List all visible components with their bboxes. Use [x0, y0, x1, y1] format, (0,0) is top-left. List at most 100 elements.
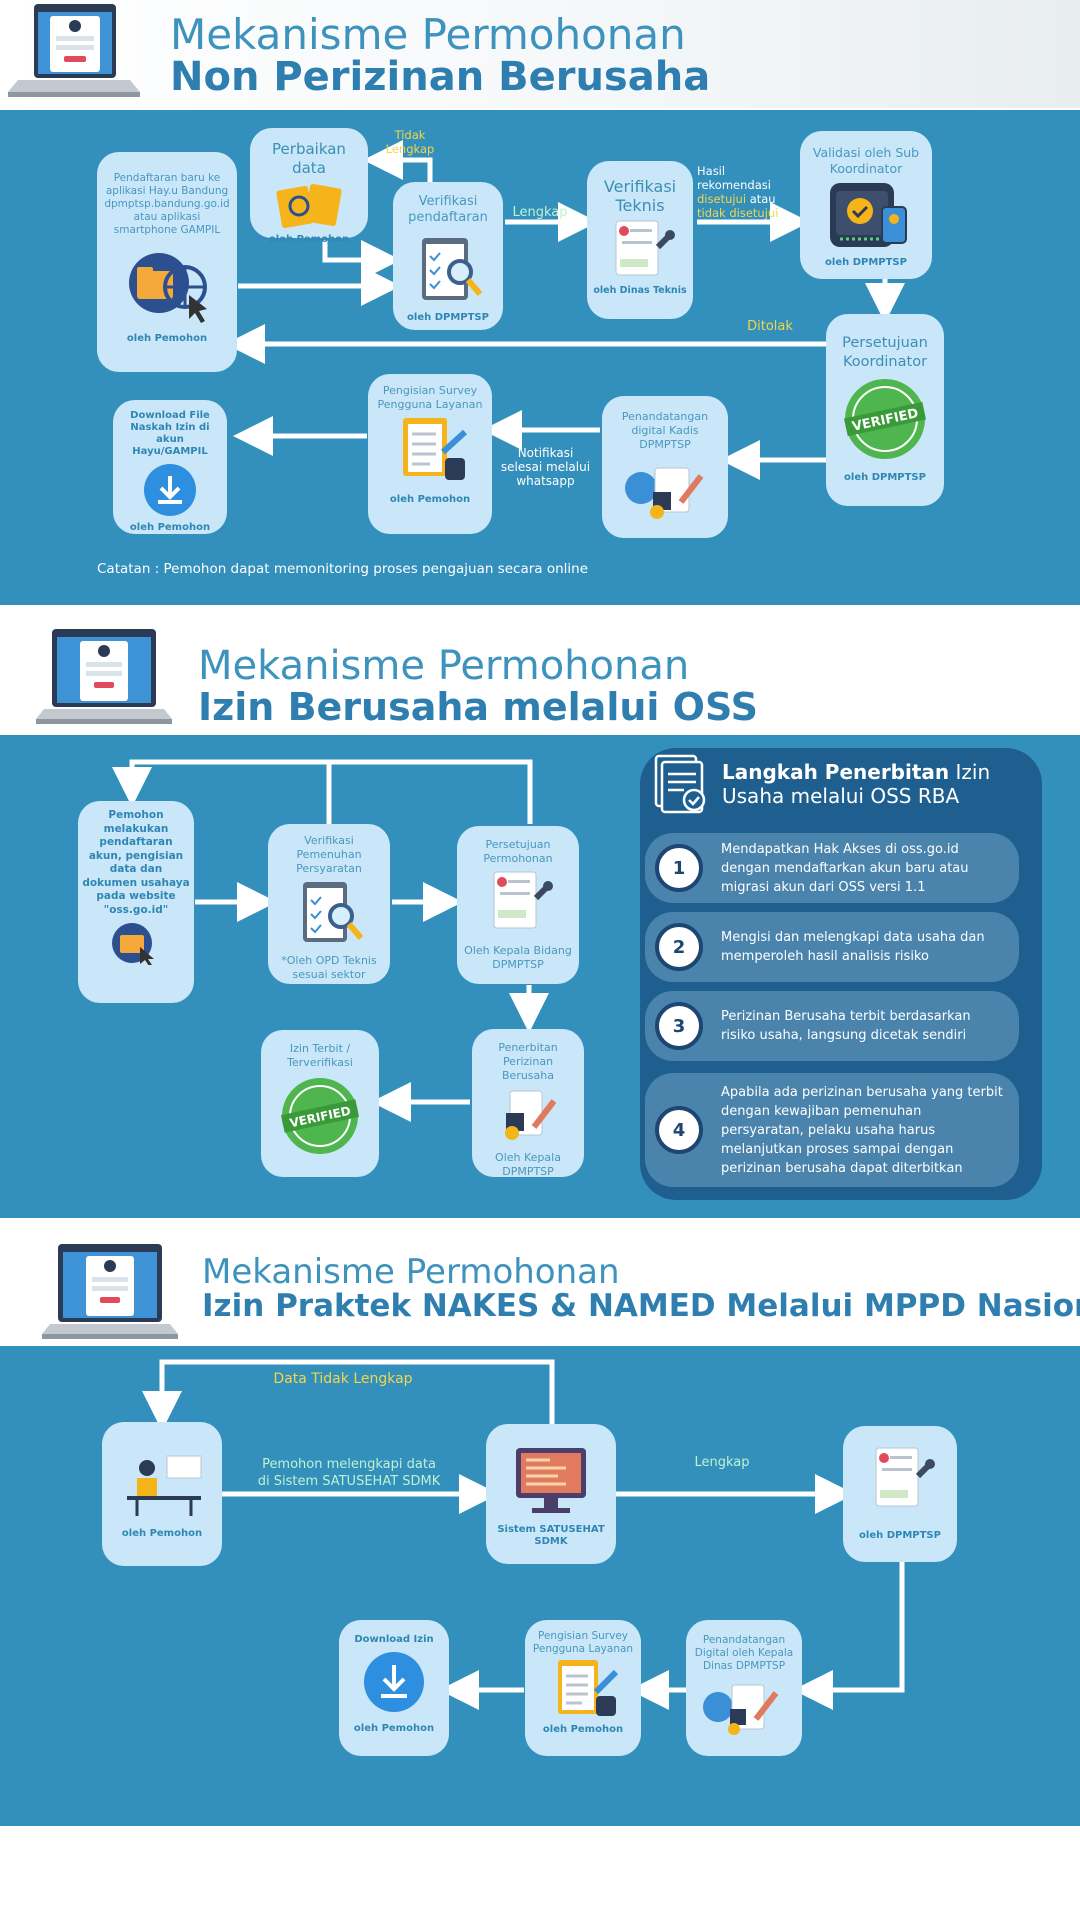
download-by: oleh Pemohon: [129, 522, 211, 533]
mppd-sistem-card: Sistem SATUSEHAT SDMK: [486, 1424, 616, 1564]
oss-step-2-number: 2: [655, 923, 703, 971]
ditolak-label: Ditolak: [747, 319, 793, 334]
folder-globe-icon: [129, 253, 207, 323]
oss-rba-panel-title: Langkah Penerbitan Izin Usaha melalui OS…: [722, 760, 1032, 808]
lengkap-label: Lengkap: [512, 205, 568, 220]
oss-izin-terbit-card: Izin Terbit / Terverifikasi VERIFIED: [261, 1030, 379, 1177]
oss-pemohon-card: Pemohon melakukan pendaftaran akun, peng…: [78, 801, 194, 1003]
oss-izin-terbit-title: Izin Terbit / Terverifikasi: [287, 1042, 353, 1069]
section2-header: Mekanisme Permohonan Izin Berusaha melal…: [0, 605, 1080, 735]
digital-signature-icon: [625, 467, 704, 519]
validasi-by: oleh DPMPTSP: [825, 257, 907, 268]
verifikasi-teknis-title: Verifikasi Teknis: [603, 177, 677, 215]
oss-persetujuan-card: Persetujuan Permohonan Oleh Kepala Bidan…: [457, 826, 579, 984]
laptop-icon: [8, 4, 140, 97]
approved-document-icon: [493, 871, 553, 929]
verifikasi-teknis-by: oleh Dinas Teknis: [593, 285, 687, 296]
section2-title-line1: Mekanisme Permohonan: [198, 643, 690, 689]
verified-stamp-icon: VERIFIED: [844, 379, 926, 459]
perbaikan-card: Perbaikan data oleh Pemohon: [250, 128, 368, 245]
download-card: Download File Naskah Izin di akun Hayu/G…: [113, 400, 227, 534]
oss-step-1: 1 Mendapatkan Hak Akses di oss.go.id den…: [645, 833, 1019, 903]
certificate-icon: [654, 754, 706, 814]
phone-check-icon: [830, 183, 907, 247]
oss-step-2: 2 Mengisi dan melengkapi data usaha dan …: [645, 912, 1019, 982]
oss-step-3: 3 Perizinan Berusaha terbit berdasarkan …: [645, 991, 1019, 1061]
oss-step-1-text: Mendapatkan Hak Akses di oss.go.id denga…: [721, 841, 969, 895]
section2-title-line2: Izin Berusaha melalui OSS: [198, 685, 758, 729]
oss-penerbitan-title: Penerbitan Perizinan Berusaha: [498, 1041, 558, 1082]
hasil-rekomendasi-a: Hasil rekomendasi: [697, 164, 771, 192]
verifikasi-pendaftaran-title: Verifikasi pendaftaran: [408, 194, 488, 225]
lengkap-label-2: Lengkap: [694, 1455, 750, 1470]
digital-signature-icon: [703, 1684, 779, 1735]
oss-persetujuan-by: Oleh Kepala Bidang DPMPTSP: [464, 944, 572, 971]
hasil-rekomendasi-c: atau: [749, 192, 776, 206]
oss-penerbitan-card: Penerbitan Perizinan Berusaha Oleh Kepal…: [472, 1029, 584, 1178]
mppd-download-card: Download Izin oleh Pemohon: [339, 1620, 449, 1756]
penandatangan-text: Penandatangan digital Kadis DPMPTSP: [621, 410, 709, 451]
hasil-rekomendasi-label: Hasil rekomendasi disetujui atau tidak d…: [697, 164, 785, 220]
oss-step-1-number: 1: [655, 844, 703, 892]
pendaftaran-by: oleh Pemohon: [126, 333, 208, 344]
survey-card: Pengisian Survey Pengguna Layanan oleh P…: [368, 374, 492, 534]
perbaikan-by: oleh Pemohon: [268, 234, 350, 245]
section3-header: Mekanisme Permohonan Izin Praktek NAKES …: [0, 1218, 1080, 1346]
approved-document-icon: [615, 220, 675, 276]
notifikasi-label: Notifikasi selesai melalui whatsapp: [500, 446, 591, 488]
section1-title-line1: Mekanisme Permohonan: [170, 10, 686, 59]
oss-penerbitan-by: Oleh Kepala DPMPTSP: [495, 1151, 561, 1178]
laptop-icon: [36, 629, 172, 724]
verifikasi-teknis-card: Verifikasi Teknis oleh Dinas Teknis: [587, 161, 693, 319]
checklist-magnifier-icon: [422, 238, 483, 300]
download-text: Download File Naskah Izin di akun Hayu/G…: [130, 410, 210, 457]
validasi-title: Validasi oleh Sub Koordinator: [812, 145, 920, 176]
panel-title-rest2: Usaha melalui OSS RBA: [722, 784, 960, 808]
section1-header: Mekanisme Permohonan Non Perizinan Berus…: [0, 0, 1080, 108]
pendaftaran-card: Pendaftaran baru ke aplikasi Hay.u Bandu…: [97, 152, 237, 372]
survey-clipboard-icon: [403, 418, 468, 480]
panel-title-bold: Langkah Penerbitan: [722, 760, 950, 784]
oss-step-3-number: 3: [655, 1002, 703, 1050]
hasil-rekomendasi-d: tidak disetujui: [697, 206, 779, 220]
verifikasi-pendaftaran-card: Verifikasi pendaftaran oleh DPMPTSP: [393, 182, 503, 330]
digital-signature-icon: [505, 1090, 557, 1140]
download-icon: [144, 464, 196, 516]
perbaikan-title: Perbaikan data: [272, 140, 346, 177]
laptop-illustration-2: [36, 629, 172, 727]
mppd-download-text: Download Izin: [354, 1634, 434, 1645]
folder-globe-icon: [112, 923, 154, 966]
laptop-illustration-3: [42, 1244, 178, 1342]
tidak-lengkap-label: Tidak Lengkap: [385, 128, 435, 156]
mppd-survey-card: Pengisian Survey Pengguna Layanan oleh P…: [525, 1620, 641, 1756]
oss-verifikasi-title: Verifikasi Pemenuhan Persyaratan: [296, 834, 362, 875]
mppd-pemohon-by: oleh Pemohon: [121, 1528, 203, 1539]
mppd-dpmptsp-card: oleh DPMPTSP: [843, 1426, 957, 1562]
download-icon: [364, 1652, 424, 1712]
mppd-survey-title: Pengisian Survey Pengguna Layanan: [532, 1630, 634, 1655]
mppd-penandatangan-text: Penandatangan Digital oleh Kepala Dinas …: [694, 1634, 794, 1672]
checklist-magnifier-icon: [303, 882, 364, 942]
survey-by: oleh Pemohon: [389, 494, 471, 505]
pemohon-melengkapi-label: Pemohon melengkapi data di Sistem SATUSE…: [257, 1457, 441, 1489]
oss-pemohon-text: Pemohon melakukan pendaftaran akun, peng…: [82, 809, 190, 916]
oss-step-2-text: Mengisi dan melengkapi data usaha dan me…: [721, 930, 985, 964]
section1-note: Catatan : Pemohon dapat memonitoring pro…: [97, 561, 589, 577]
data-tidak-lengkap-label: Data Tidak Lengkap: [273, 1371, 413, 1387]
persetujuan-title: Persetujuan Koordinator: [842, 335, 928, 370]
mppd-survey-by: oleh Pemohon: [542, 1724, 624, 1735]
documents-icon: [276, 183, 342, 229]
oss-step-3-text: Perizinan Berusaha terbit berdasarkan ri…: [721, 1009, 971, 1043]
oss-verifikasi-by: *Oleh OPD Teknis sesuai sektor: [281, 954, 377, 981]
survey-title: Pengisian Survey Pengguna Layanan: [377, 384, 483, 411]
oss-step-4: 4 Apabila ada perizinan berusaha yang te…: [645, 1073, 1019, 1187]
hasil-rekomendasi-b: disetujui: [697, 192, 747, 206]
section3-title-line2: Izin Praktek NAKES & NAMED Melalui MPPD …: [202, 1288, 1080, 1324]
verifikasi-pendaftaran-by: oleh DPMPTSP: [407, 312, 489, 323]
laptop-icon: [42, 1244, 178, 1339]
penandatangan-card: Penandatangan digital Kadis DPMPTSP: [602, 396, 728, 538]
approved-document-icon: [875, 1447, 935, 1507]
